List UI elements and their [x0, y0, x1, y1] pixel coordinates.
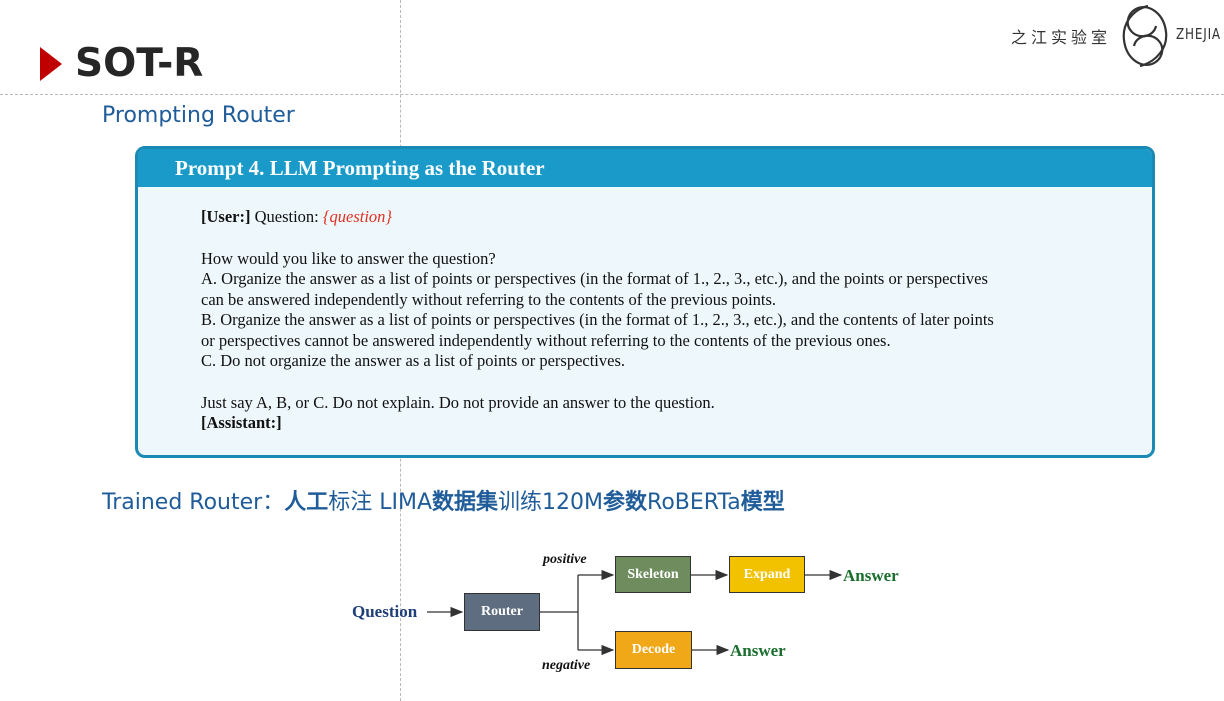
trained-router-text-4: 训练120M: [498, 490, 603, 515]
question-label: Question:: [250, 207, 323, 226]
positive-label: positive: [543, 552, 587, 567]
page-title: SOT-R: [75, 41, 204, 86]
decode-node: Decode: [615, 631, 692, 669]
skeleton-node: Skeleton: [615, 556, 691, 593]
section-heading-prompting-router: Prompting Router: [102, 103, 295, 128]
prompt-line: A. Organize the answer as a list of poin…: [201, 269, 988, 288]
prompt-box-body: [User:] Question: {question} How would y…: [201, 207, 1132, 434]
assistant-tag: [Assistant:]: [201, 413, 282, 432]
prompt-box-title: Prompt 4. LLM Prompting as the Router: [138, 149, 1152, 187]
trained-router-text-1: 人工: [284, 490, 329, 515]
trained-router-text-5: 参数: [603, 490, 648, 515]
answer-bottom-label: Answer: [730, 641, 786, 660]
prompt-box: Prompt 4. LLM Prompting as the Router [U…: [135, 146, 1155, 458]
zhejiang-lab-logo-icon: [1122, 4, 1168, 68]
answer-top-label: Answer: [843, 566, 899, 585]
prompt-user-line: [User:] Question: {question}: [201, 207, 1132, 228]
trained-router-text-7: 模型: [740, 490, 785, 515]
user-tag: [User:]: [201, 207, 251, 226]
negative-label: negative: [542, 658, 591, 673]
trained-router-prefix: Trained Router：: [102, 490, 285, 515]
prompt-line: C. Do not organize the answer as a list …: [201, 351, 626, 370]
prompt-line: B. Organize the answer as a list of poin…: [201, 310, 994, 329]
trained-router-text-2: 标注 LIMA: [328, 490, 432, 515]
trained-router-text-3: 数据集: [432, 490, 499, 515]
section-heading-trained-router: Trained Router：人工标注 LIMA数据集训练120M参数RoBER…: [102, 484, 785, 516]
prompt-line: can be answered independently without re…: [201, 289, 777, 309]
trained-router-text-6: RoBERTa: [647, 490, 741, 515]
logo-chinese-text: 之江实验室: [1011, 28, 1112, 47]
prompt-closing: Just say A, B, or C. Do not explain. Do …: [201, 392, 715, 412]
title-arrow-icon: [40, 47, 62, 81]
expand-node: Expand: [729, 556, 805, 593]
question-variable: {question}: [322, 207, 393, 226]
logo-english-text: ZHEJIA: [1176, 25, 1221, 43]
diagram-question-label: Question: [352, 602, 418, 621]
prompt-line: or perspectives cannot be answered indep…: [201, 330, 891, 350]
router-node: Router: [464, 593, 540, 631]
header-divider: [0, 94, 1224, 95]
prompt-line: How would you like to answer the questio…: [201, 248, 496, 268]
